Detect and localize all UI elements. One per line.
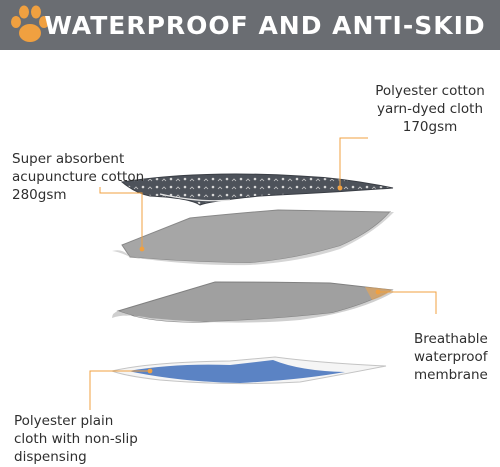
top-cloth-layer — [120, 173, 394, 206]
leader-lines — [89, 137, 437, 410]
label-absorbent-cotton: Super absorbent acupuncture cotton 280gs… — [12, 151, 145, 203]
paw-print-icon — [11, 5, 49, 42]
absorbent-cotton-layer — [112, 209, 394, 266]
membrane-layer — [112, 281, 394, 323]
bottom-cloth-layer — [110, 356, 387, 385]
banner-title: WATERPROOF AND ANTI-SKID — [44, 10, 486, 40]
layers-diagram — [89, 137, 437, 410]
header-banner — [0, 0, 500, 50]
label-bottom-cloth: Polyester plain cloth with non-slip disp… — [14, 413, 138, 465]
label-membrane: Breathable waterproof membrane — [414, 331, 488, 383]
label-top-cloth: Polyester cotton yarn-dyed cloth 170gsm — [375, 83, 485, 135]
leader-dots — [139, 185, 381, 374]
